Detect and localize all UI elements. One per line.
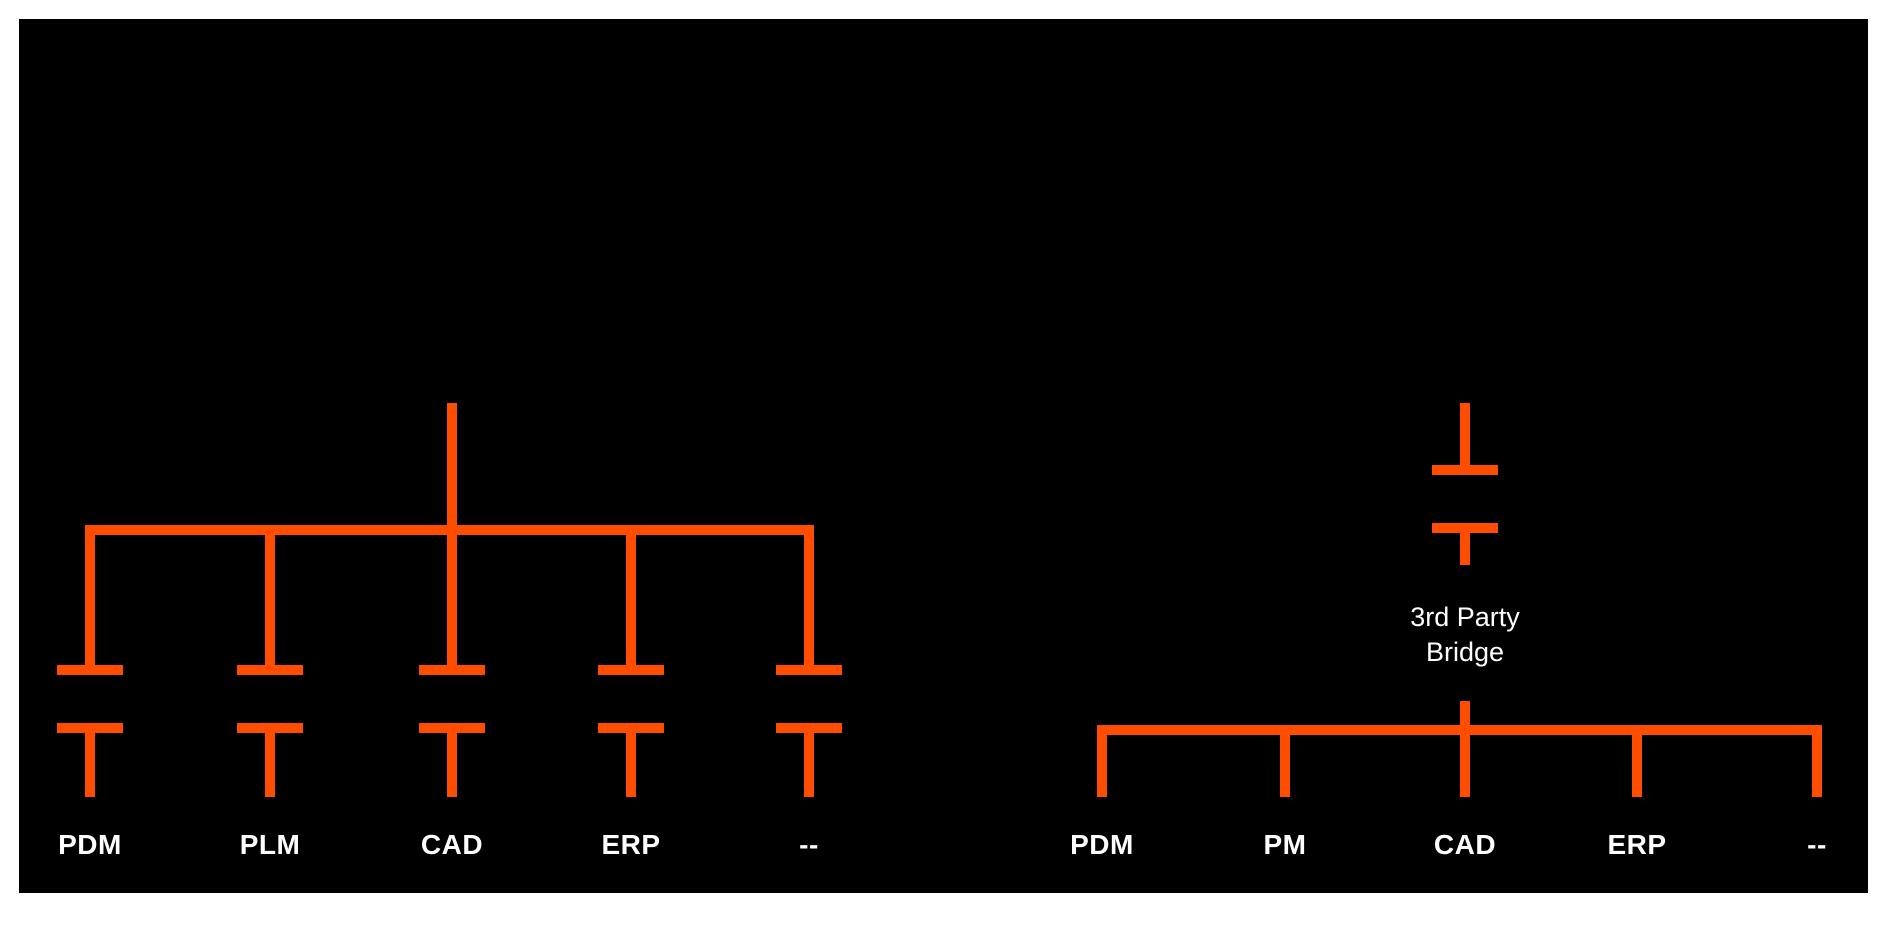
left-disconnect-bottom-plate-5 [776, 723, 842, 733]
right-top-line [1460, 403, 1470, 465]
left-branch-line-3 [447, 525, 457, 665]
left-node-stub-5 [804, 733, 814, 797]
right-top-stub [1460, 533, 1470, 565]
right-branch-line-5 [1812, 725, 1822, 797]
left-node-stub-3 [447, 733, 457, 797]
left-disconnect-bottom-plate-3 [419, 723, 485, 733]
left-branch-line-4 [626, 525, 636, 665]
left-disconnect-bottom-plate-4 [598, 723, 664, 733]
left-disconnect-top-plate-2 [237, 665, 303, 675]
left-disconnect-top-plate-3 [419, 665, 485, 675]
right-node-label-other: -- [1807, 829, 1827, 860]
right-branch-line-4 [1632, 725, 1642, 797]
left-disconnect-top-plate-4 [598, 665, 664, 675]
right-node-label-cad: CAD [1433, 829, 1497, 860]
bridge-label-line1: 3rd Party [1410, 602, 1520, 632]
slide-canvas [19, 19, 1868, 893]
left-branch-line-5 [804, 525, 814, 665]
left-disconnect-bottom-plate-1 [57, 723, 123, 733]
left-node-stub-4 [626, 733, 636, 797]
left-node-label-cad: CAD [420, 829, 484, 860]
left-node-label-plm: PLM [239, 829, 301, 860]
right-disconnect-top-plate [1432, 465, 1498, 475]
right-node-label-erp: ERP [1607, 829, 1667, 860]
right-branch-line-1 [1097, 725, 1107, 797]
right-disconnect-bottom-plate [1432, 523, 1498, 533]
right-branch-line-3 [1460, 725, 1470, 797]
right-bus-line [1097, 725, 1822, 735]
left-disconnect-top-plate-1 [57, 665, 123, 675]
left-node-label-other: -- [799, 829, 819, 860]
left-node-label-erp: ERP [601, 829, 661, 860]
left-node-stub-2 [265, 733, 275, 797]
right-hub-stub [1460, 701, 1470, 727]
left-branch-line-1 [85, 525, 95, 665]
right-node-label-pm: PM [1263, 829, 1307, 860]
left-branch-line-2 [265, 525, 275, 665]
bridge-label-line2: Bridge [1425, 637, 1505, 667]
right-branch-line-2 [1280, 725, 1290, 797]
left-disconnect-top-plate-5 [776, 665, 842, 675]
left-disconnect-bottom-plate-2 [237, 723, 303, 733]
left-node-label-pdm: PDM [58, 829, 122, 860]
bridge-node-label: 3rd Party Bridge [1365, 600, 1565, 670]
right-node-label-pdm: PDM [1070, 829, 1134, 860]
left-node-stub-1 [85, 733, 95, 797]
left-trunk-line [447, 403, 457, 535]
